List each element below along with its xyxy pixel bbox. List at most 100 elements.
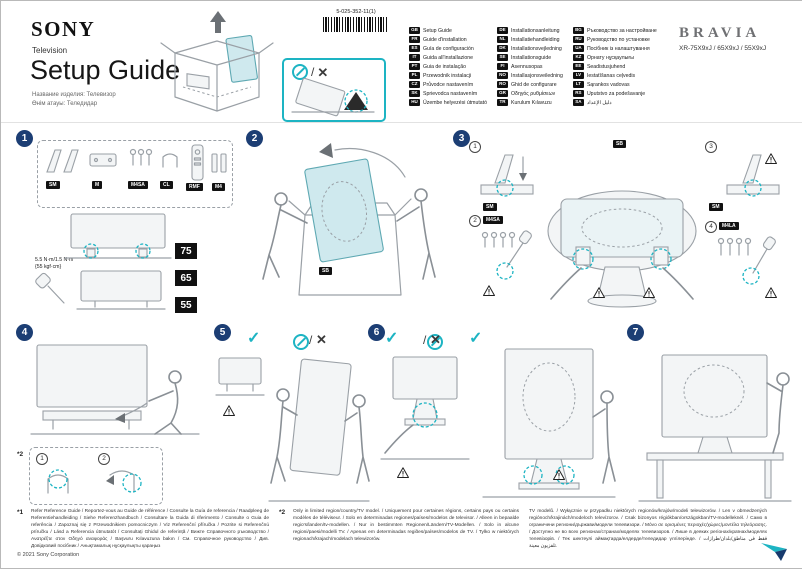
subtitle-line-2: Өнім атауы: Теледидар [32,101,98,107]
step-2-number: 2 [246,130,263,147]
substep-2-number: 2 [469,215,481,227]
cross-icon: ✕ [316,332,327,347]
tv-face-down-on-table-illustration [547,190,697,308]
insert-stand-neck-alt-illustration [726,154,780,197]
bravia-block: BRAVIA XR-75X9xJ / 65X9xJ / 55X9xJ [679,25,766,52]
header-divider [1,122,802,123]
slash-separator: / [423,333,427,347]
part-label-m: M [92,181,103,189]
language-row: KZ Орнату нұсқаулығы [572,54,657,61]
batteries-icon [211,153,227,173]
language-label: Asennusopas [511,63,543,70]
language-code-badge: GB [409,27,420,34]
place-tv-on-table-illustration [638,354,792,502]
language-code-badge: IT [409,54,420,61]
language-row: FR Guide d'installation [409,36,487,43]
part-label-sb: SB [319,267,332,275]
language-label: Guia de instalação [423,63,466,70]
check-icon: ✓ [469,330,483,347]
cable-clamp-icon [162,153,178,168]
language-label: Installationsanleitung [511,27,560,34]
language-code-badge: FR [409,36,420,43]
language-code-badge: NO [497,72,509,79]
slash-separator: / [309,333,313,347]
warning-icon [643,287,655,298]
prohibition-icon [292,64,308,80]
size-badge: 65 [175,270,197,286]
language-row: PL Przewodnik instalacji [409,72,487,79]
language-row: DE Installationsanleitung [497,27,563,34]
footnote-marker-2: *2 [17,451,24,458]
torque-value-kgf: {55 kgf·cm} [35,264,62,271]
language-code-badge: GR [497,90,509,97]
warning-icon [765,153,777,164]
clip-step2-icon [106,470,142,493]
size-badge: 75 [175,243,197,259]
language-code-badge: HU [409,99,420,106]
clip-detail-inset: 1 2 [29,447,163,505]
language-code-badge: PL [409,72,420,79]
caution-illustration [291,77,375,117]
tv-on-floor-warning-illustration [215,357,265,396]
part-label-sm: SM [46,181,60,189]
language-label: Üzembe helyezési útmutató [423,99,488,106]
footnote-1-text: Refer Reference Guide / Reportez-vous au… [31,509,269,549]
caution-box: / ✕ [282,58,386,122]
step-4-number: 4 [16,324,33,341]
footnote-3-text: TV modelů. / Wyłącznie w przypadku niekt… [529,509,768,549]
language-row: EE Seadistusjuhend [572,63,657,70]
language-label: Guía de configuración [423,45,474,52]
footnote-1-marker: *1 [17,509,24,516]
footnote-2-marker: *2 [279,509,286,516]
language-label: Installationsvejledning [511,45,562,52]
step-7-number: 7 [627,324,644,341]
barcode [323,17,389,32]
language-code-badge: FI [497,63,509,70]
language-list: GB Setup Guide FR Guide d'installation E… [409,27,657,106]
language-code-badge: RU [572,36,584,43]
language-code-badge: BG [572,27,584,34]
language-column-3: BG Ръководство за настройване RU Руковод… [572,27,657,106]
language-label: Орнату нұсқаулығы [586,54,634,61]
language-label: Sprievodca nastavením [423,90,478,97]
language-row: LT Sąrankos vadovas [572,81,657,88]
warning-icon [223,405,235,416]
screwdriver-icon [35,272,65,304]
language-row: CZ Průvodce nastavením [409,81,487,88]
language-row: PT Guia de instalação [409,63,487,70]
step-5-number: 5 [214,324,231,341]
language-code-badge: LT [572,81,584,88]
language-row: GR Οδηγός ρυθμίσεων [497,90,563,97]
warning-icon [765,287,777,298]
language-row: HU Üzembe helyezési útmutató [409,99,487,106]
step-3-number: 3 [453,130,470,147]
language-row: ES Guía de configuración [409,45,487,52]
cross-icon: ✕ [430,332,441,347]
language-row: TR Kurulum Kılavuzu [497,99,563,106]
language-label: Guide d'installation [423,36,467,43]
copyright: © 2021 Sony Corporation [17,552,80,558]
language-code-badge: RS [572,90,584,97]
warning-icon [483,285,495,296]
prohibition-icon [293,334,309,350]
language-row: BG Ръководство за настройване [572,27,657,34]
insert-stand-neck-illustration [480,154,534,197]
screen-size-badges: 75 65 55 [175,243,197,324]
language-code-badge: SA [572,99,584,106]
sony-logo: SONY [31,17,96,41]
tv-stand-assembly-illustration [64,213,172,259]
language-code-badge: SE [497,54,509,61]
language-row: RU Руководство по установке [572,36,657,43]
language-row: IT Guida all'installazione [409,54,487,61]
language-code-badge: DE [497,27,509,34]
stand-neck-parts-icon [46,149,79,173]
stand-foot-handling-illustration [380,356,470,460]
language-code-badge: PT [409,63,420,70]
language-label: Iestatīšanas ceļvedis [586,72,636,79]
substep-1-number: 1 [469,141,481,153]
language-code-badge: DK [497,45,509,52]
language-code-badge: TR [497,99,509,106]
language-row: SA دليل الإعداد [572,99,657,106]
cross-icon: ✕ [317,64,329,80]
language-label: Setup Guide [423,27,452,34]
